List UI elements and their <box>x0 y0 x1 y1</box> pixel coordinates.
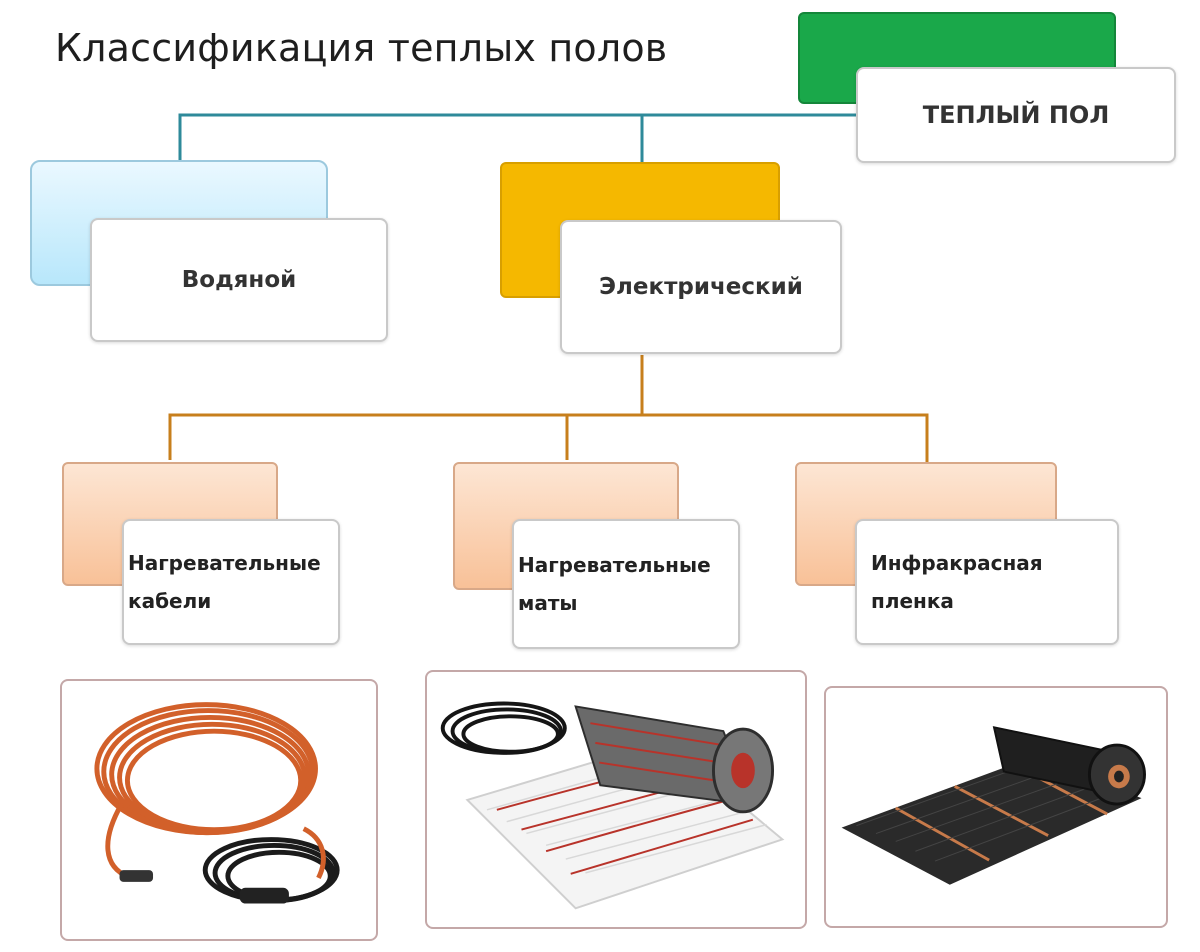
cables-node-label-line2: кабели <box>128 589 212 613</box>
diagram-title: Классификация теплых полов <box>55 26 668 70</box>
water-node: Водяной <box>90 218 388 342</box>
water-node-label: Водяной <box>181 267 297 293</box>
infrared-film-roll-icon <box>841 726 1146 885</box>
film-node-label-line2: пленка <box>871 589 954 613</box>
mats-node: Нагревательные маты <box>512 519 740 649</box>
photo-heating-cable <box>60 679 378 941</box>
connector-subtypes-bus <box>168 413 929 462</box>
mats-node-label-line1: Нагревательные <box>518 553 711 577</box>
electric-node: Электрический <box>560 220 842 354</box>
connector-root-to-types <box>178 113 860 160</box>
cables-node-label-line1: Нагревательные <box>128 551 321 575</box>
root-node: ТЕПЛЫЙ ПОЛ <box>856 67 1176 163</box>
film-node: Инфракрасная пленка <box>855 519 1119 645</box>
photo-infrared-film <box>824 686 1168 928</box>
film-node-label-line1: Инфракрасная <box>871 551 1043 575</box>
mats-node-label-line2: маты <box>518 591 578 615</box>
photo-heating-mat <box>425 670 807 929</box>
heating-cable-coil-icon <box>94 702 340 904</box>
root-node-label: ТЕПЛЫЙ ПОЛ <box>922 101 1110 129</box>
electric-node-label: Электрический <box>599 274 803 300</box>
cables-node: Нагревательные кабели <box>122 519 340 645</box>
heating-mat-roll-icon <box>440 701 785 910</box>
